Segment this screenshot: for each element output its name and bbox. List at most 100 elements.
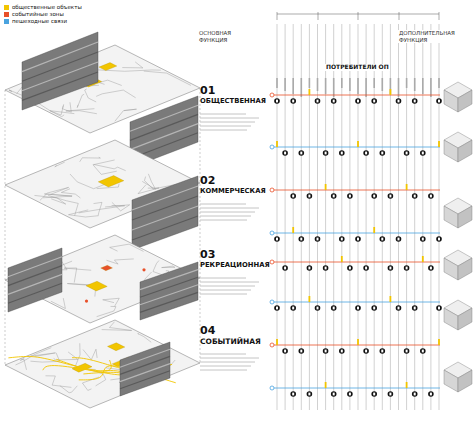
icon-glyph (406, 152, 408, 155)
consumer-icon (331, 305, 337, 311)
photo-detail (120, 364, 170, 382)
photo-detail (120, 371, 170, 389)
function-row (272, 388, 440, 389)
consumer-icon (299, 348, 305, 354)
consumer-icon (388, 391, 394, 397)
icon-glyph (341, 152, 343, 155)
yellow-marker (373, 227, 375, 233)
yellow-marker (406, 184, 408, 190)
column-header-mark (438, 78, 440, 88)
photo-detail (8, 283, 62, 303)
street-line (102, 322, 132, 331)
column-header-mark (390, 78, 392, 94)
yellow-marker (357, 339, 359, 345)
consumer-icon (290, 391, 296, 397)
icon-glyph (300, 238, 302, 241)
street-line (45, 376, 71, 388)
icon-glyph (357, 100, 359, 103)
icon-glyph (438, 100, 440, 103)
row-start (270, 343, 274, 347)
consumer-icon (371, 305, 377, 311)
column-header-mark (349, 78, 351, 91)
icon-glyph (438, 238, 440, 241)
consumer-icon (380, 150, 386, 156)
description-lines (200, 366, 251, 367)
consumer-icon (347, 265, 353, 271)
description-lines (200, 204, 246, 205)
photo (140, 262, 198, 320)
consumer-icon (363, 265, 369, 271)
function-row (272, 262, 440, 263)
description-lines (200, 290, 251, 291)
street-line (122, 62, 143, 68)
bracket-tick (439, 12, 440, 20)
icon-glyph (325, 267, 327, 270)
icon-glyph (389, 195, 391, 198)
map-plane (5, 320, 200, 408)
map-layer (5, 320, 200, 408)
street-line (9, 90, 23, 95)
yellow-marker (406, 382, 408, 388)
street-line (30, 353, 55, 357)
consumer-column (341, 24, 342, 410)
description-lines (200, 286, 255, 287)
icon-glyph (357, 307, 359, 310)
consumer-icon (290, 305, 296, 311)
function-row (272, 190, 440, 191)
photo (132, 176, 198, 250)
column-header-mark (430, 78, 432, 97)
consumer-icon (307, 193, 313, 199)
function-number: 01 (200, 85, 266, 97)
drawing-part (458, 206, 472, 228)
consumer-icon (315, 98, 321, 104)
description-lines (200, 294, 247, 295)
icon-glyph (349, 195, 351, 198)
icon-glyph (365, 267, 367, 270)
icon-glyph (300, 152, 302, 155)
drawing-part (444, 258, 458, 280)
consumer-icon (290, 98, 296, 104)
consumer-column (414, 24, 415, 410)
icon-glyph (430, 267, 432, 270)
legend-text: пешеходные связи (12, 18, 67, 24)
icon-glyph (325, 350, 327, 353)
icon-glyph (365, 350, 367, 353)
function-sketch (444, 132, 472, 162)
icon-glyph (406, 267, 408, 270)
function-name: ОБЩЕСТВЕННАЯ (200, 97, 266, 106)
legend-row: общественные объекты (4, 4, 82, 10)
photo-detail (132, 216, 198, 240)
icon-glyph (308, 393, 310, 396)
description-lines (200, 130, 247, 131)
drawing-part (444, 308, 458, 330)
row-start (270, 93, 274, 97)
legend-swatch (4, 12, 9, 17)
consumer-icon (331, 391, 337, 397)
consumer-icon (404, 265, 410, 271)
icon-glyph (292, 195, 294, 198)
consumer-icon (323, 265, 329, 271)
photo-detail (132, 186, 198, 210)
icon-glyph (373, 195, 375, 198)
legend-text: общественные объекты (12, 4, 82, 10)
consumer-icon (282, 150, 288, 156)
consumer-icon (282, 348, 288, 354)
description-lines (200, 126, 251, 127)
function-sketch (444, 82, 472, 112)
yellow-marker (325, 382, 327, 388)
consumer-icon (388, 265, 394, 271)
function-block: 04СОБЫТИЙНАЯ (198, 324, 263, 347)
column-header-mark (301, 78, 303, 97)
consumer-column (277, 24, 278, 410)
icon-glyph (333, 393, 335, 396)
zone-highlight (86, 281, 107, 291)
function-name: СОБЫТИЙНАЯ (200, 337, 261, 346)
row-start (270, 231, 274, 235)
drawing-part (458, 90, 472, 112)
function-row (272, 147, 440, 148)
function-sketch (444, 300, 472, 330)
consumer-icon (380, 236, 386, 242)
layer-guide (200, 88, 201, 363)
icon-glyph (430, 195, 432, 198)
consumer-icon (339, 348, 345, 354)
